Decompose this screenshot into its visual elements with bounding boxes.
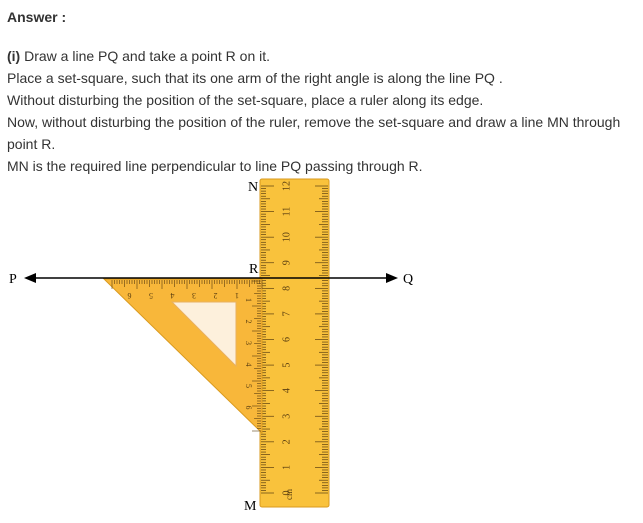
label-n: N xyxy=(248,180,258,195)
arrow-q-head xyxy=(386,273,398,283)
step-3: Without disturbing the position of the s… xyxy=(7,92,484,108)
set-square-number: 3 xyxy=(244,341,253,345)
ruler-number: 10 xyxy=(281,232,292,242)
ruler-number: 9 xyxy=(281,260,292,265)
ruler-number: 1 xyxy=(281,465,292,470)
ruler-number: 0 xyxy=(281,491,292,496)
step-2: Place a set-square, such that its one ar… xyxy=(7,70,503,86)
set-square-number: 5 xyxy=(149,291,153,300)
step-1: (i) Draw a line PQ and take a point R on… xyxy=(7,45,639,67)
set-square-top-numbers: 1 2 3 4 5 6 xyxy=(128,291,240,300)
set-square-number: 3 xyxy=(192,291,196,300)
step-5: MN is the required line perpendicular to… xyxy=(7,158,423,174)
answer-steps: (i) Draw a line PQ and take a point R on… xyxy=(7,45,639,177)
ruler-number: 7 xyxy=(281,311,292,316)
set-square-right-ticks xyxy=(252,280,261,432)
ruler-number: 4 xyxy=(281,388,292,393)
part-label: (i) xyxy=(7,48,21,64)
label-q: Q xyxy=(403,272,413,287)
ruler-number: 5 xyxy=(281,363,292,368)
ruler-unit-label: cm xyxy=(284,489,294,500)
ruler-number: 3 xyxy=(281,414,292,419)
set-square-number: 4 xyxy=(171,291,175,300)
ruler xyxy=(259,178,330,508)
ruler-number: 6 xyxy=(281,337,292,342)
ruler-number: 8 xyxy=(281,286,292,291)
label-m: M xyxy=(244,499,257,514)
arrow-p-head xyxy=(24,273,36,283)
set-square-number: 1 xyxy=(244,298,253,302)
ruler-number: 2 xyxy=(281,439,292,444)
set-square-number: 4 xyxy=(244,363,253,367)
ruler-left-ticks xyxy=(261,185,274,494)
set-square-top-ticks xyxy=(111,280,263,289)
label-r: R xyxy=(249,262,259,277)
answer-heading: Answer : xyxy=(7,9,67,25)
ruler-number: 12 xyxy=(281,181,292,191)
set-square-number: 6 xyxy=(244,406,253,410)
ruler-right-ticks xyxy=(315,185,328,494)
set-square-cutout xyxy=(170,301,237,368)
set-square-number: 6 xyxy=(128,291,132,300)
label-p: P xyxy=(9,272,17,287)
set-square-number: 1 xyxy=(235,291,239,300)
step-1-text: Draw a line PQ and take a point R on it. xyxy=(24,48,271,64)
step-4: Now, without disturbing the position of … xyxy=(7,114,621,152)
set-square-number: 2 xyxy=(244,320,253,324)
set-square-number: 2 xyxy=(214,291,218,300)
set-square-number: 5 xyxy=(244,384,253,388)
set-square-right-numbers: 1 2 3 4 5 6 xyxy=(244,298,253,410)
ruler-number: 11 xyxy=(281,207,292,217)
